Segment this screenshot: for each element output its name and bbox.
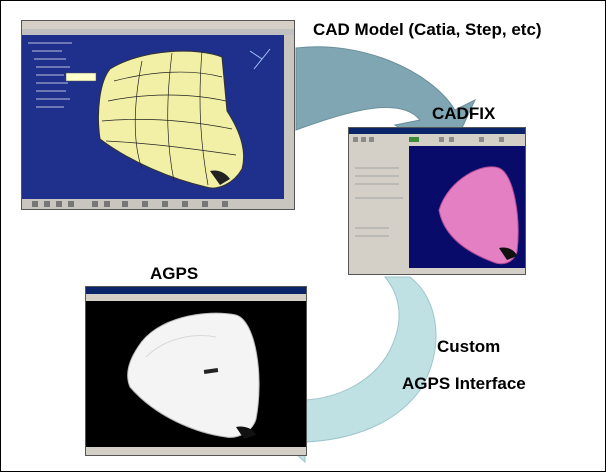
catia-screenshot: [21, 20, 295, 210]
agps-label: AGPS: [150, 264, 199, 283]
cad-model-label: CAD Model (Catia, Step, etc): [313, 20, 542, 39]
custom-label: Custom: [437, 337, 501, 356]
agps-screenshot: [85, 286, 307, 456]
catia-screenshot-graphic: [22, 21, 294, 209]
agps-screenshot-graphic: [86, 287, 306, 455]
agps-interface-label: AGPS Interface: [402, 374, 526, 393]
cadfix-screenshot: [348, 127, 526, 275]
cadfix-label: CADFIX: [432, 104, 496, 123]
cadfix-screenshot-graphic: [349, 128, 525, 274]
